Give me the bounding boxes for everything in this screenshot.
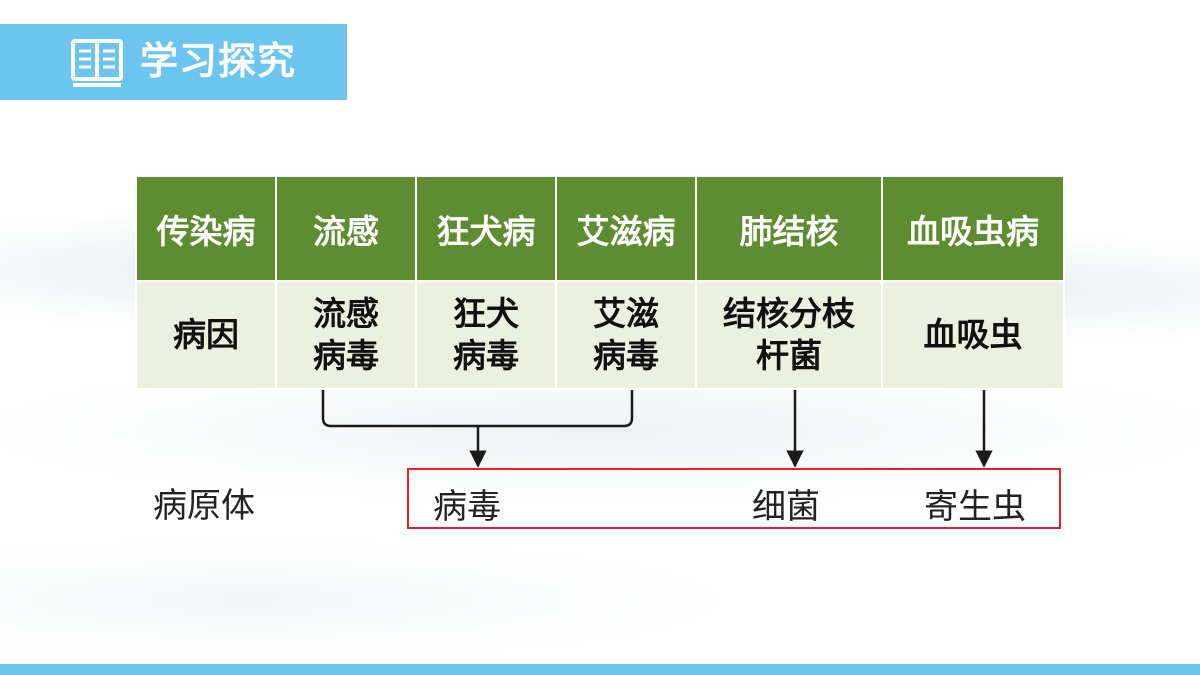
disease-table: 传染病 流感 狂犬病 艾滋病 肺结核 血吸虫病 病因 流感 病毒 狂犬 病毒 艾… <box>135 175 1065 390</box>
pathogen-box <box>407 468 1061 529</box>
book-icon <box>71 39 123 87</box>
table-cell: 病因 <box>135 280 277 390</box>
table-header-cell: 传染病 <box>135 175 277 282</box>
pathogen-virus: 病毒 <box>433 487 501 527</box>
table-cell: 流感 病毒 <box>275 280 417 390</box>
table-cell: 结核分枝 杆菌 <box>695 280 883 390</box>
pathogen-bacteria: 细菌 <box>752 487 820 527</box>
table-header-row: 传染病 流感 狂犬病 艾滋病 肺结核 血吸虫病 <box>135 175 1065 282</box>
table-row: 病因 流感 病毒 狂犬 病毒 艾滋 病毒 结核分枝 杆菌 血吸虫 <box>135 280 1065 390</box>
pathogen-label: 病原体 <box>153 486 255 526</box>
bottom-bar <box>0 664 1200 675</box>
table-cell: 艾滋 病毒 <box>555 280 697 390</box>
table-cell: 血吸虫 <box>881 280 1065 390</box>
table-header-cell: 肺结核 <box>695 175 883 282</box>
table-header-cell: 流感 <box>275 175 417 282</box>
pathogen-parasite: 寄生虫 <box>924 487 1026 527</box>
table-header-cell: 狂犬病 <box>415 175 557 282</box>
table-header-cell: 血吸虫病 <box>881 175 1065 282</box>
table-cell: 狂犬 病毒 <box>415 280 557 390</box>
virus-bracket <box>321 390 634 428</box>
header-band <box>0 24 347 100</box>
page-title: 学习探究 <box>140 39 297 83</box>
table-header-cell: 艾滋病 <box>555 175 697 282</box>
